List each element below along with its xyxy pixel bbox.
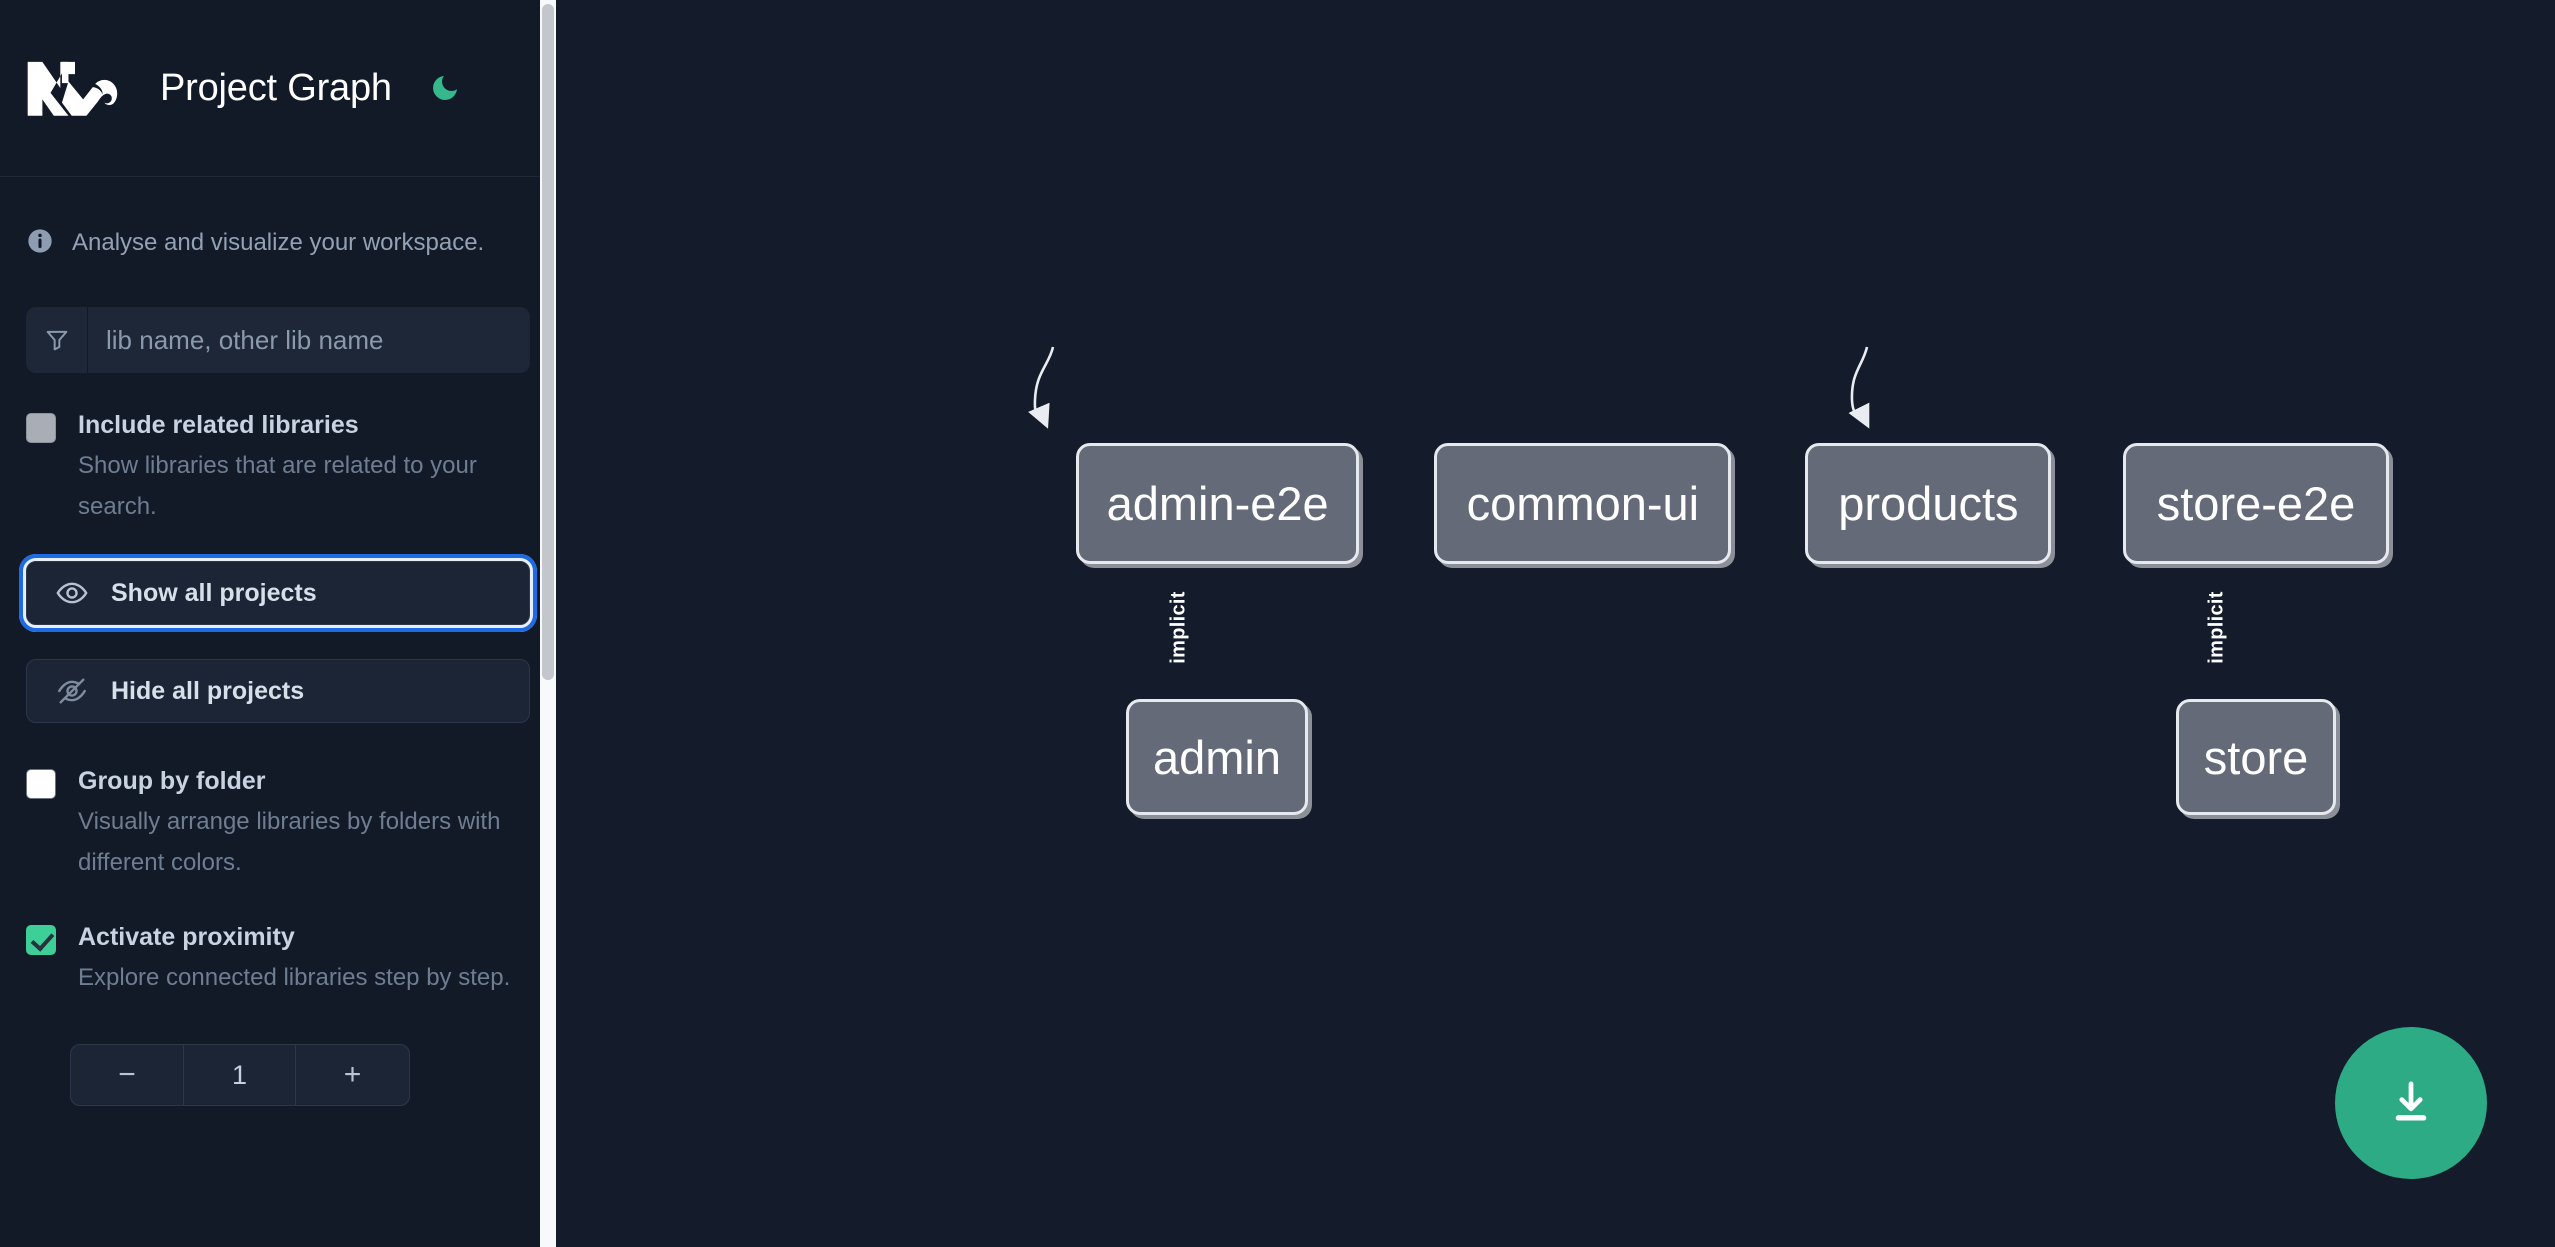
sidebar-header: Project Graph: [0, 0, 556, 177]
search-filter-box[interactable]: [26, 307, 530, 373]
option-description: Show libraries that are related to your …: [78, 452, 477, 520]
option-title: Group by folder: [78, 767, 266, 795]
nx-logo-icon: [26, 57, 124, 119]
stepper-decrement-button[interactable]: −: [71, 1045, 184, 1105]
edge-label-admin-e2e-to-admin: implicit: [1167, 590, 1190, 664]
edge-admin-e2e-to-admin: [1028, 346, 1055, 429]
show-all-projects-button[interactable]: Show all projects: [19, 554, 537, 632]
info-icon: [26, 227, 54, 260]
sidebar: Project Graph Analyse and visualize your…: [0, 0, 556, 1247]
checkbox-group-by-folder[interactable]: [26, 769, 56, 799]
graph-node-products[interactable]: products: [1805, 443, 2052, 564]
download-icon: [2395, 1081, 2427, 1121]
graph-node-label: store: [2203, 730, 2309, 784]
funnel-icon: [26, 307, 88, 373]
graph-node-label: products: [1838, 477, 2019, 531]
option-description: Visually arrange libraries by folders wi…: [78, 808, 501, 876]
sidebar-tagline: Analyse and visualize your workspace.: [0, 177, 556, 269]
sidebar-tagline-text: Analyse and visualize your workspace.: [72, 229, 485, 256]
eye-icon: [55, 576, 89, 610]
edge-label-store-e2e-to-store: implicit: [2205, 590, 2228, 664]
proximity-stepper[interactable]: − 1 +: [70, 1044, 410, 1106]
graph-node-label: common-ui: [1466, 477, 1700, 531]
graph-node-store[interactable]: store: [2176, 699, 2336, 816]
graph-node-common-ui[interactable]: common-ui: [1434, 443, 1732, 564]
moon-icon[interactable]: [426, 69, 464, 107]
page-title: Project Graph: [160, 66, 392, 109]
search-input[interactable]: [88, 307, 530, 373]
hide-all-projects-button[interactable]: Hide all projects: [26, 659, 530, 723]
hide-all-projects-label: Hide all projects: [111, 676, 305, 705]
checkbox-include-related-libraries[interactable]: [26, 413, 56, 443]
graph-node-admin[interactable]: admin: [1125, 699, 1309, 816]
stepper-increment-button[interactable]: +: [343, 1058, 362, 1091]
graph-nodes: admin-e2e common-ui products store-e2e admin…: [556, 0, 2555, 1247]
sidebar-body: Include related libraries Show libraries…: [0, 307, 556, 1106]
show-all-projects-label: Show all projects: [111, 578, 317, 607]
sidebar-scrollbar[interactable]: [540, 0, 556, 1247]
stepper-value: 1: [184, 1045, 296, 1105]
graph-node-label: store-e2e: [2156, 477, 2356, 531]
graph-canvas[interactable]: admin-e2e common-ui products store-e2e admin…: [556, 0, 2555, 1247]
graph-node-store-e2e[interactable]: store-e2e: [2122, 443, 2390, 564]
edge-store-e2e-to-store: [1848, 346, 1870, 429]
checkbox-activate-proximity[interactable]: [26, 925, 56, 955]
graph-node-label: admin: [1153, 730, 1282, 784]
eye-off-icon: [55, 674, 89, 708]
download-graph-button[interactable]: [2335, 1027, 2487, 1179]
graph-node-label: admin-e2e: [1106, 477, 1329, 531]
sidebar-scrollbar-thumb[interactable]: [542, 4, 554, 680]
option-group-by-folder[interactable]: Group by folder Visually arrange librari…: [26, 765, 530, 883]
graph-node-admin-e2e[interactable]: admin-e2e: [1076, 443, 1360, 564]
option-title: Include related libraries: [78, 411, 359, 439]
option-include-related-libraries[interactable]: Include related libraries Show libraries…: [26, 409, 530, 527]
option-description: Explore connected libraries step by step…: [78, 964, 511, 991]
option-activate-proximity[interactable]: Activate proximity Explore connected lib…: [26, 921, 530, 998]
option-title: Activate proximity: [78, 923, 295, 951]
graph-edges: [1028, 346, 1870, 429]
